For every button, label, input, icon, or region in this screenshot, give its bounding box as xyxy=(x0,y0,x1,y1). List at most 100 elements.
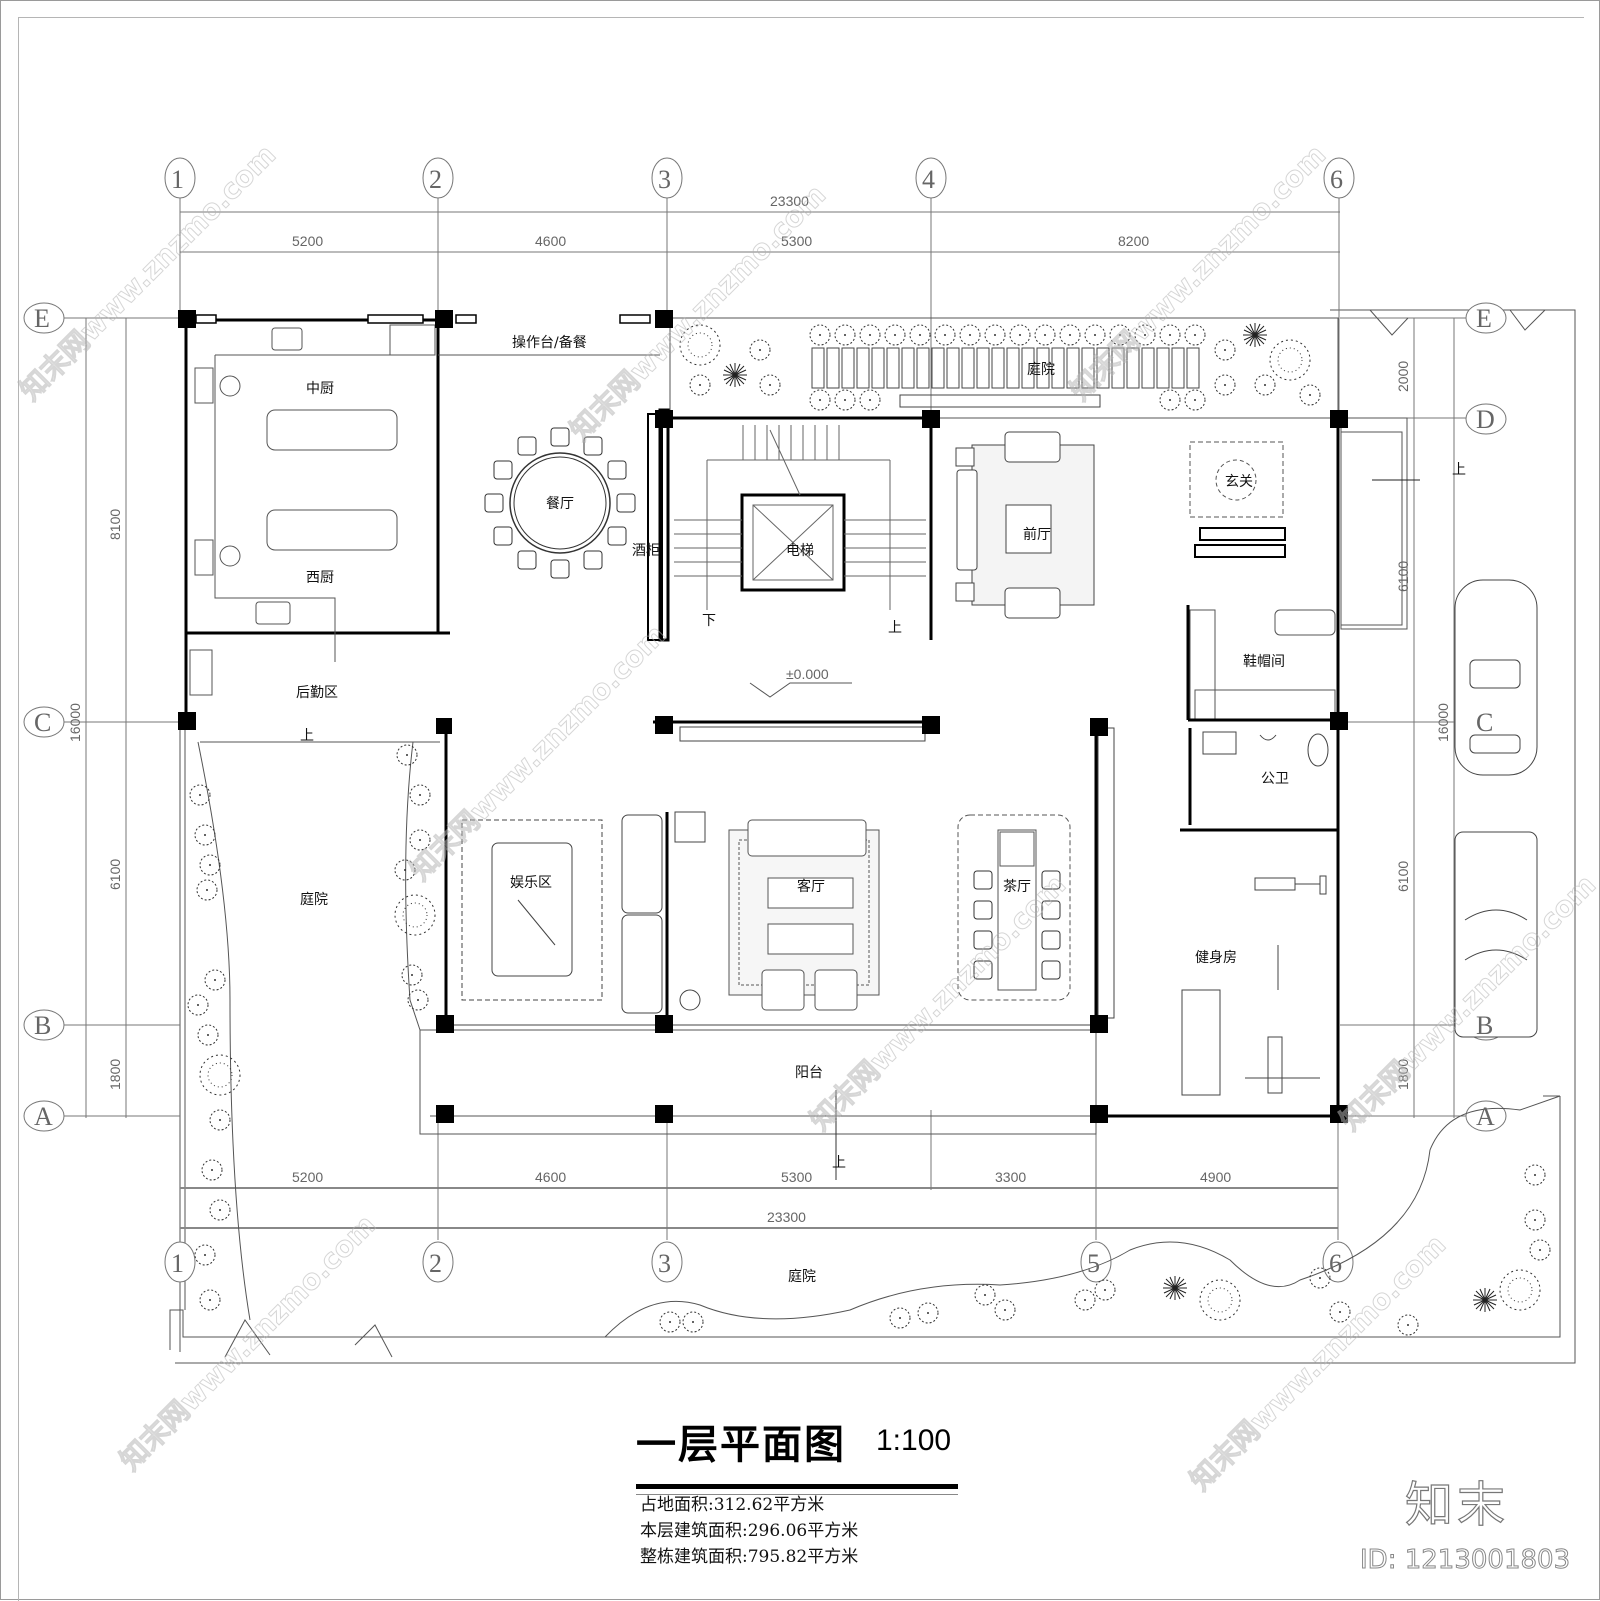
svg-text:中厨: 中厨 xyxy=(306,381,334,397)
svg-text:3: 3 xyxy=(658,165,671,194)
svg-text:6100: 6100 xyxy=(107,859,123,890)
svg-text:4600: 4600 xyxy=(535,1169,566,1185)
svg-text:3: 3 xyxy=(658,1249,671,1278)
balcony xyxy=(419,1029,1097,1180)
svg-text:2: 2 xyxy=(429,165,442,194)
site-area: 占地面积:312.62平方米 xyxy=(640,1495,825,1515)
left-dimensions xyxy=(62,317,180,1118)
svg-text:6: 6 xyxy=(1329,1249,1342,1278)
lower-walls xyxy=(444,720,1340,1118)
svg-text:16000: 16000 xyxy=(1435,703,1451,742)
svg-text:操作台/备餐: 操作台/备餐 xyxy=(512,334,587,351)
svg-text:餐厅: 餐厅 xyxy=(546,496,574,512)
gym-equipment xyxy=(1181,875,1327,1096)
entry-porch xyxy=(1340,417,1420,630)
floor-area: 本层建筑面积:296.06平方米 xyxy=(640,1521,859,1541)
svg-text:鞋帽间: 鞋帽间 xyxy=(1243,654,1285,670)
svg-text:8200: 8200 xyxy=(1118,233,1149,249)
billiards xyxy=(461,819,603,1001)
svg-text:玄关: 玄关 xyxy=(1225,473,1253,490)
svg-text:上: 上 xyxy=(300,728,314,744)
svg-text:4: 4 xyxy=(922,165,935,194)
svg-text:6: 6 xyxy=(1330,165,1343,194)
front-hall-furniture xyxy=(955,431,1095,619)
svg-text:后勤区: 后勤区 xyxy=(296,685,338,701)
top-dimensions xyxy=(179,195,1340,420)
axis-labels-left: E C B A xyxy=(34,304,53,1131)
gates xyxy=(224,309,1546,1358)
west-courtyard xyxy=(187,741,440,1321)
svg-text:1800: 1800 xyxy=(1395,1059,1411,1090)
svg-text:±0.000: ±0.000 xyxy=(786,666,829,682)
foyer xyxy=(1189,441,1336,721)
south-garden xyxy=(604,1095,1561,1338)
svg-text:4900: 4900 xyxy=(1200,1169,1231,1185)
svg-text:庭院: 庭院 xyxy=(300,891,328,908)
axis-labels-bottom: 1 2 3 5 6 xyxy=(171,1249,1342,1278)
svg-text:5: 5 xyxy=(1087,1249,1100,1278)
svg-text:D: D xyxy=(1476,405,1495,434)
dining-table xyxy=(484,427,636,579)
svg-text:C: C xyxy=(34,708,51,737)
svg-text:公卫: 公卫 xyxy=(1261,771,1289,787)
svg-text:5300: 5300 xyxy=(781,1169,812,1185)
svg-text:1800: 1800 xyxy=(107,1059,123,1090)
tea-table xyxy=(957,814,1071,1001)
axis-labels-top: 1 2 3 4 6 xyxy=(171,165,1343,194)
stair-treads xyxy=(674,425,926,610)
svg-text:A: A xyxy=(1476,1102,1495,1131)
bottom-axis-lines xyxy=(437,1110,1339,1240)
drawing-id: ID: 1213001803 xyxy=(1359,1545,1571,1576)
svg-text:客厅: 客厅 xyxy=(797,878,825,895)
stair-elevator-walls xyxy=(667,416,931,592)
svg-text:23300: 23300 xyxy=(767,1209,806,1225)
dimension-text: 23300 5200 4600 5300 8200 5200 4600 5300… xyxy=(67,193,1451,1225)
bottom-axis-bubbles xyxy=(164,1241,1354,1283)
brand-logo: 知末 xyxy=(1404,1476,1510,1533)
room-labels: 中厨 西厨 操作台/备餐 餐厅 酒柜 电梯 下 上 ±0.000 庭院 前厅 玄… xyxy=(296,334,1466,1285)
svg-text:茶厅: 茶厅 xyxy=(1003,879,1031,895)
total-area: 整栋建筑面积:795.82平方米 xyxy=(640,1547,859,1567)
svg-text:上: 上 xyxy=(888,620,902,636)
svg-text:A: A xyxy=(34,1102,53,1131)
svg-text:6100: 6100 xyxy=(1395,861,1411,892)
svg-text:健身房: 健身房 xyxy=(1195,950,1237,966)
top-axis-bubbles xyxy=(164,157,1355,199)
columns xyxy=(178,310,1348,1123)
svg-text:B: B xyxy=(34,1011,51,1040)
svg-text:庭院: 庭院 xyxy=(1027,361,1055,378)
site-boundary xyxy=(169,309,1576,1364)
svg-text:C: C xyxy=(1476,708,1493,737)
svg-text:1: 1 xyxy=(171,165,184,194)
drawing-frame-inner xyxy=(18,17,1584,1601)
svg-text:上: 上 xyxy=(832,1155,846,1171)
svg-text:5300: 5300 xyxy=(781,233,812,249)
public-wc-fixtures xyxy=(1202,731,1329,767)
svg-text:5200: 5200 xyxy=(292,233,323,249)
cloak-walls xyxy=(1180,605,1338,832)
title-underline-thick xyxy=(636,1484,958,1489)
svg-text:前厅: 前厅 xyxy=(1023,526,1051,543)
prep-strip xyxy=(389,324,660,356)
kitchen-walls xyxy=(184,318,450,722)
svg-text:E: E xyxy=(1476,304,1492,333)
svg-text:6100: 6100 xyxy=(1395,561,1411,592)
svg-text:庭院: 庭院 xyxy=(788,1268,816,1285)
svg-text:电梯: 电梯 xyxy=(786,543,814,559)
svg-text:1: 1 xyxy=(171,1249,184,1278)
svg-text:2000: 2000 xyxy=(1395,361,1411,392)
svg-text:阳台: 阳台 xyxy=(795,1065,823,1081)
svg-text:16000: 16000 xyxy=(67,703,83,742)
drawing-title: 一层平面图 xyxy=(636,1422,846,1468)
svg-text:3300: 3300 xyxy=(995,1169,1026,1185)
svg-text:23300: 23300 xyxy=(770,193,809,209)
car-bottom xyxy=(1454,831,1538,1038)
left-axis-bubbles xyxy=(23,302,65,1132)
svg-text:B: B xyxy=(1476,1011,1493,1040)
drawing-scale: 1:100 xyxy=(876,1424,952,1457)
car-top xyxy=(1454,579,1538,776)
svg-text:酒柜: 酒柜 xyxy=(632,543,660,559)
wine-cabinet xyxy=(647,408,670,642)
north-courtyard xyxy=(669,317,1339,419)
